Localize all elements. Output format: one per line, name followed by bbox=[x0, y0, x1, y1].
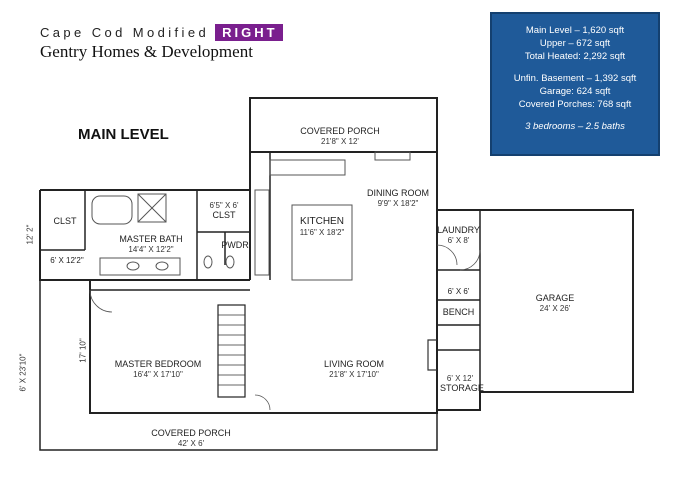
living-room-label: LIVING ROOM 21'8" X 17'10" bbox=[316, 359, 392, 379]
front-porch-outline bbox=[39, 280, 438, 451]
orientation-badge: RIGHT bbox=[215, 24, 283, 41]
master-bedroom-dim: 16'4" X 17'10" bbox=[133, 370, 183, 379]
info-porches: Covered Porches: 768 sqft bbox=[518, 99, 632, 110]
front-porch-dim: 42' X 6' bbox=[177, 439, 205, 448]
garage-label: GARAGE 24' X 26' bbox=[520, 293, 590, 313]
laundry-dim: 6' X 8' bbox=[447, 236, 470, 245]
side-dim-upper: 12' 2" bbox=[25, 224, 35, 245]
master-bath-label: MASTER BATH 14'4" X 12'2" bbox=[108, 234, 194, 254]
kitchen-dim: 11'6" X 18'2" bbox=[299, 228, 345, 237]
master-bath-dim: 14'4" X 12'2" bbox=[128, 245, 174, 254]
rear-porch-name: COVERED PORCH bbox=[300, 126, 380, 136]
laundry-name: LAUNDRY bbox=[437, 225, 480, 235]
side-dim-inner: 17' 10" bbox=[78, 338, 88, 363]
side-dim-outer: 6' X 23'10" bbox=[18, 353, 28, 392]
square-footage-box: Main Level – 1,620 sqft Upper – 672 sqft… bbox=[490, 12, 660, 156]
laundry-label: LAUNDRY 6' X 8' bbox=[437, 225, 480, 245]
bench-label: BENCH bbox=[442, 307, 475, 317]
storage-label: 6' X 12' STORAGE bbox=[440, 373, 484, 393]
level-title: MAIN LEVEL bbox=[78, 126, 169, 143]
builder-name: Gentry Homes & Development bbox=[40, 42, 253, 61]
closet-small-dim: 6'5" X 6' bbox=[209, 201, 239, 210]
hall-dim: 6' X 6' bbox=[447, 287, 470, 296]
info-total-heated: Total Heated: 2,292 sqft bbox=[524, 51, 626, 62]
plan-style-title: Cape Cod Modified RIGHT bbox=[40, 24, 283, 41]
rear-covered-porch-label: COVERED PORCH 21'8" X 12' bbox=[300, 126, 380, 146]
master-bedroom-name: MASTER BEDROOM bbox=[114, 359, 202, 369]
master-bedroom-label: MASTER BEDROOM 16'4" X 17'10" bbox=[108, 359, 208, 379]
living-room-dim: 21'8" X 17'10" bbox=[329, 370, 379, 379]
garage-dim: 24' X 26' bbox=[539, 304, 571, 313]
front-covered-porch-label: COVERED PORCH 42' X 6' bbox=[148, 428, 234, 448]
kitchen-label: KITCHEN 11'6" X 18'2" bbox=[290, 216, 354, 237]
info-main-level: Main Level – 1,620 sqft bbox=[525, 25, 625, 36]
front-porch-name: COVERED PORCH bbox=[151, 428, 231, 438]
master-bath-name: MASTER BATH bbox=[119, 234, 183, 244]
plan-style-name: Cape Cod Modified bbox=[40, 25, 210, 40]
info-upper: Upper – 672 sqft bbox=[539, 38, 611, 49]
kitchen-name: KITCHEN bbox=[300, 216, 344, 227]
closet-small-name: CLST bbox=[212, 210, 236, 220]
info-garage: Garage: 624 sqft bbox=[539, 86, 611, 97]
left-closet-dim: 6' X 12'2" bbox=[50, 256, 84, 265]
info-basement: Unfin. Basement – 1,392 sqft bbox=[513, 73, 637, 84]
storage-name: STORAGE bbox=[440, 383, 484, 393]
living-room-name: LIVING ROOM bbox=[323, 359, 384, 369]
info-beds-baths: 3 bedrooms – 2.5 baths bbox=[525, 121, 625, 132]
closet-small-label: 6'5" X 6' CLST bbox=[203, 200, 245, 220]
dining-room-dim: 9'9" X 18'2" bbox=[377, 199, 419, 208]
storage-dim: 6' X 12' bbox=[446, 374, 474, 383]
kitchen-island bbox=[291, 204, 353, 281]
dining-room-label: DINING ROOM 9'9" X 18'2" bbox=[367, 188, 429, 208]
left-closet-label: CLST bbox=[53, 216, 77, 226]
rear-porch-dim: 21'8" X 12' bbox=[321, 137, 359, 146]
garage-name: GARAGE bbox=[535, 293, 575, 303]
dining-room-name: DINING ROOM bbox=[367, 188, 429, 198]
powder-room-label: PWDR bbox=[221, 240, 249, 250]
rear-porch-outline bbox=[249, 97, 438, 158]
